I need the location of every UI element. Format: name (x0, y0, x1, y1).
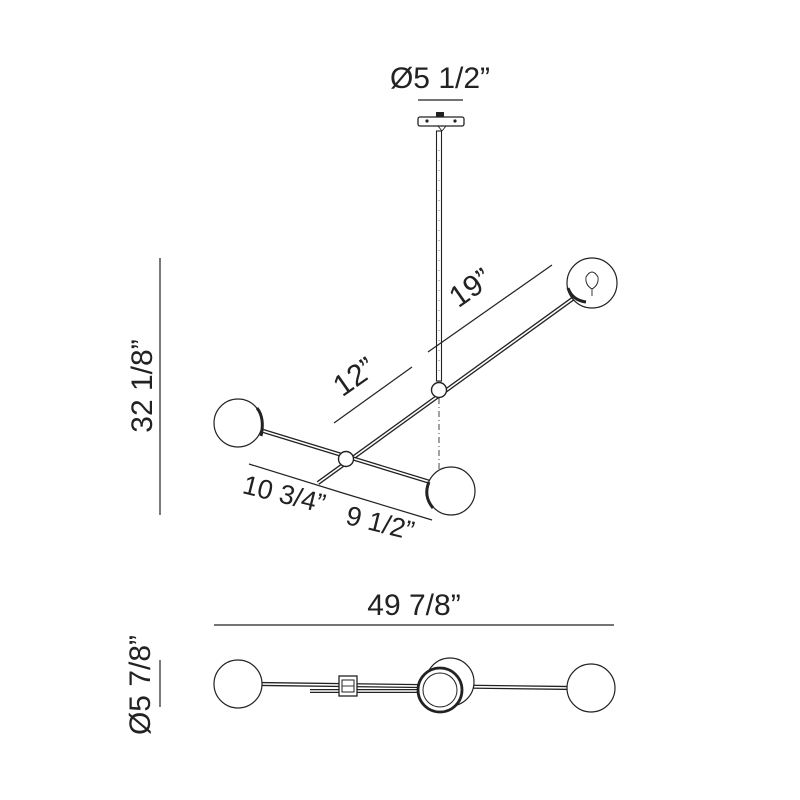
short-arm-left-label: 10 3/4” (240, 470, 329, 519)
long-arm-upper-label: 19” (443, 262, 497, 314)
globe-diameter-label: Ø5 7/8” (124, 635, 157, 735)
ceiling-canopy (417, 112, 465, 132)
overall-height-label: 32 1/8” (126, 339, 159, 432)
plan-hub (338, 675, 358, 697)
short-arm-right-label: 9 1/2” (343, 500, 417, 546)
long-arm-lower-dimension-line (333, 366, 413, 424)
globe-upper-right (566, 257, 618, 309)
short-arm-right-dimension-line (345, 493, 433, 521)
plan-globe-right (566, 663, 616, 713)
down-rod (435, 130, 443, 382)
canopy-diameter-label: Ø5 1/2” (390, 62, 490, 95)
short-arm-left-dimension-line (248, 463, 347, 495)
plan-globe-left (213, 659, 263, 709)
globe-bottom (425, 466, 476, 516)
globe-left (213, 398, 264, 448)
upper-hub (430, 381, 448, 399)
long-arm-upper-dimension-line (427, 264, 553, 353)
lower-hub (337, 450, 355, 468)
overall-width-label: 49 7/8” (367, 589, 460, 622)
plan-view (213, 657, 616, 714)
long-arm-lower-label: 12” (327, 351, 381, 403)
long-arm (316, 293, 580, 485)
